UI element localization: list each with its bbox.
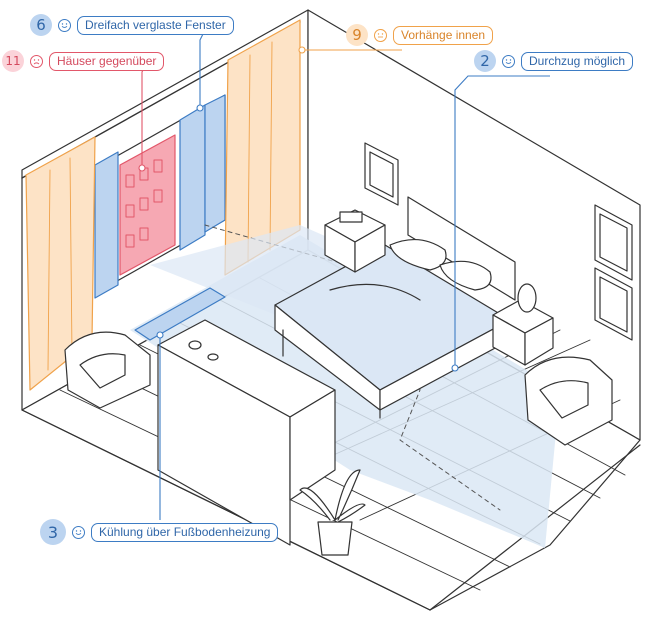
happy-face-icon [502, 54, 515, 68]
dresser-front [157, 344, 291, 546]
callout-label: Häuser gegenüber [49, 51, 165, 71]
lamp [517, 283, 537, 313]
callout-number: 3 [40, 519, 66, 545]
pillow-2 [439, 260, 492, 291]
callout-triple-glazed-window: 6 Dreifach verglaste Fenster [30, 14, 234, 36]
callout-number: 2 [474, 50, 496, 72]
plant-leaves [299, 469, 366, 523]
picture-2 [594, 204, 633, 281]
window-right-sash [179, 104, 206, 251]
callout-opposite-houses: 11 Häuser gegenüber [2, 50, 165, 72]
phone-dock [339, 211, 363, 223]
callout-number: 9 [346, 24, 368, 46]
sad-face-icon [30, 54, 43, 68]
picture-1 [364, 142, 399, 206]
callout-number: 11 [2, 50, 24, 72]
floor-vent [134, 287, 226, 341]
callout-label: Kühlung über Fußbodenheizung [91, 522, 279, 542]
airflow-path [204, 224, 501, 511]
callout-label: Durchzug möglich [521, 51, 634, 71]
callout-label: Dreifach verglaste Fenster [77, 15, 234, 35]
callout-label: Vorhänge innen [393, 25, 494, 45]
neutral-face-icon [374, 28, 387, 42]
picture-3 [594, 267, 633, 341]
callout-number: 6 [30, 14, 52, 36]
leader-lines [138, 29, 550, 520]
happy-face-icon [72, 525, 85, 539]
window-left-sash [94, 151, 119, 299]
happy-face-icon [58, 18, 71, 32]
window-right-sash-2 [204, 94, 226, 233]
cooling-zone [130, 235, 560, 548]
callout-cross-ventilation: 2 Durchzug möglich [474, 50, 634, 72]
callout-curtains-inside: 9 Vorhänge innen [346, 24, 494, 46]
pillow-1 [389, 239, 447, 271]
plant-pot [317, 521, 353, 556]
callout-floor-cooling: 3 Kühlung über Fußbodenheizung [40, 519, 279, 545]
